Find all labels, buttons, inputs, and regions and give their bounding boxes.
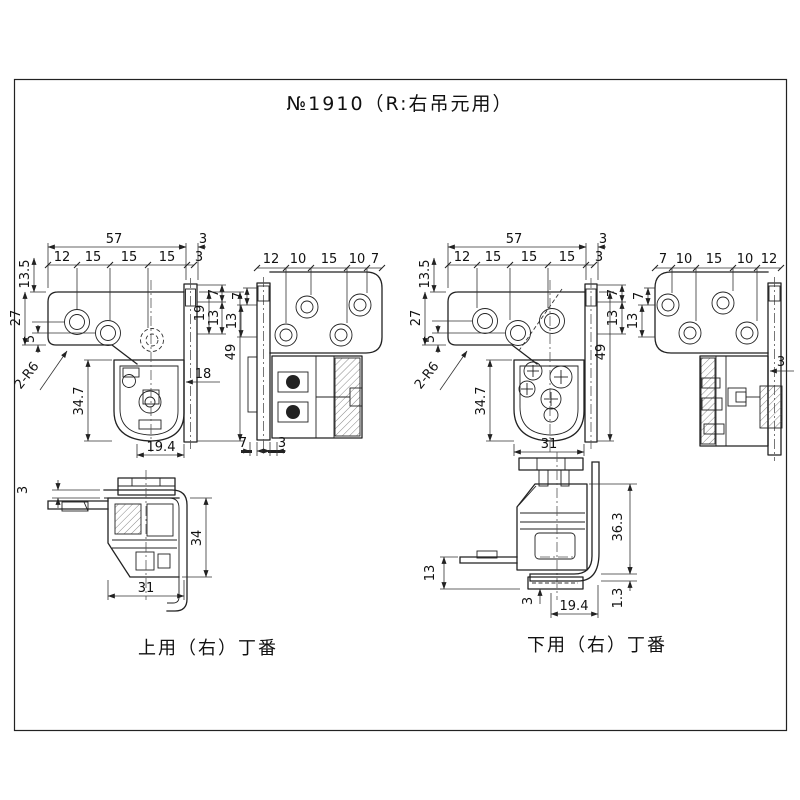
dim-pitch: 12 (263, 252, 280, 267)
dim-arm-thickness: 3 (16, 486, 31, 494)
dim-width: 31 (138, 581, 155, 596)
dim-total-width: 57 (106, 232, 123, 247)
dim-lip: 1.3 (611, 588, 626, 609)
dim-right-top: 7 (606, 289, 621, 297)
dim-pitch: 7 (659, 252, 667, 267)
dim-pitch: 12 (761, 252, 778, 267)
drawing-border-frame (13, 78, 788, 732)
dim-tab-length: 19 (193, 305, 208, 322)
base-pad (527, 576, 584, 590)
hinge-body (107, 497, 180, 578)
dim-pitch: 15 (559, 250, 576, 265)
dim-pitch: 10 (290, 252, 307, 267)
dim-height: 36.3 (611, 513, 626, 542)
dim-cup-width: 19.4 (147, 440, 176, 455)
dim-pitch: 15 (159, 250, 176, 265)
drawing-title: №1910（R:右吊元用） (286, 93, 513, 115)
dim-gap: 3 (777, 355, 785, 370)
lower-hinge-plan-view: 13 3 19.4 36.3 1.3 (423, 452, 637, 618)
dim-pitch: 12 (54, 250, 71, 265)
dim-total-width: 57 (506, 232, 523, 247)
screw-hole (656, 291, 759, 345)
dim-left-side: 27 (409, 310, 424, 327)
dim-width: 19.4 (560, 599, 589, 614)
hinge-mechanism (699, 355, 783, 447)
door-leaf (459, 556, 518, 564)
dim-door-length: 49 (594, 344, 609, 361)
lower-hinge-side-view: 3 7 10 15 10 12 7 13 (626, 252, 794, 461)
dim-door-length: 49 (224, 344, 239, 361)
dim-pitch: 7 (371, 252, 379, 267)
caption-upper-hinge: 上用（右）丁番 (138, 638, 278, 659)
hinge-cup-outline (513, 359, 585, 442)
dim-pitch: 15 (485, 250, 502, 265)
dim-left-mid: 13 (626, 313, 641, 330)
dim-cup-width: 31 (541, 437, 558, 452)
dim-pitch: 10 (676, 252, 693, 267)
dim-pitch: 10 (737, 252, 754, 267)
dim-pitch: 3 (195, 250, 203, 265)
dim-bottom-right: 3 (278, 436, 286, 451)
dim-cup-depth: 34.7 (474, 387, 489, 416)
dim-left-top: 13.5 (418, 260, 433, 289)
dim-height: 34 (190, 530, 205, 547)
screw-hole (274, 293, 372, 347)
upper-hinge-front-view: 57 3 12 15 15 15 3 13.5 27 5 2-R6 19 (9, 232, 244, 458)
dim-pitch: 15 (85, 250, 102, 265)
dim-right-mid: 13 (606, 310, 621, 327)
dim-right-mid: 13 (207, 310, 222, 327)
hinge-body (516, 483, 588, 571)
dim-pitch: 15 (121, 250, 138, 265)
dim-pitch: 15 (706, 252, 723, 267)
dim-left-height: 13 (423, 565, 438, 582)
dim-left-mid: 13 (225, 313, 240, 330)
dim-left-side: 27 (9, 310, 24, 327)
caption-lower-hinge: 下用（右）丁番 (527, 635, 667, 656)
dim-pitch: 12 (454, 250, 471, 265)
dim-cup-offset: 18 (195, 367, 212, 382)
mounting-bracket (103, 489, 188, 612)
dim-pitch: 3 (595, 250, 603, 265)
dim-edge-gap: 3 (199, 232, 207, 247)
catch-plate (759, 385, 783, 429)
dim-pitch: 15 (321, 252, 338, 267)
dim-pitch: 15 (521, 250, 538, 265)
dim-left-small: 5 (423, 335, 438, 343)
dim-right-top: 7 (207, 289, 222, 297)
dim-left-top: 13.5 (18, 260, 33, 289)
dim-cup-depth: 34.7 (72, 387, 87, 416)
upper-hinge-side-view: 7 3 12 10 15 10 7 7 13 (225, 252, 386, 456)
dim-bottom-left: 7 (239, 436, 247, 451)
cup-screws (518, 361, 573, 423)
mounting-bracket (529, 461, 600, 582)
hinge-cup-outline (113, 359, 185, 442)
dim-pitch: 10 (349, 252, 366, 267)
dim-pad-thickness: 3 (521, 597, 536, 605)
upper-hinge-plan-view: 3 34 31 (16, 470, 212, 612)
dim-left-top: 7 (632, 292, 647, 300)
hinge-mechanism (271, 355, 363, 439)
dim-left-small: 5 (23, 335, 38, 343)
dim-left-top: 7 (231, 292, 246, 300)
screw-hole (472, 308, 565, 346)
dim-edge-gap: 3 (599, 232, 607, 247)
